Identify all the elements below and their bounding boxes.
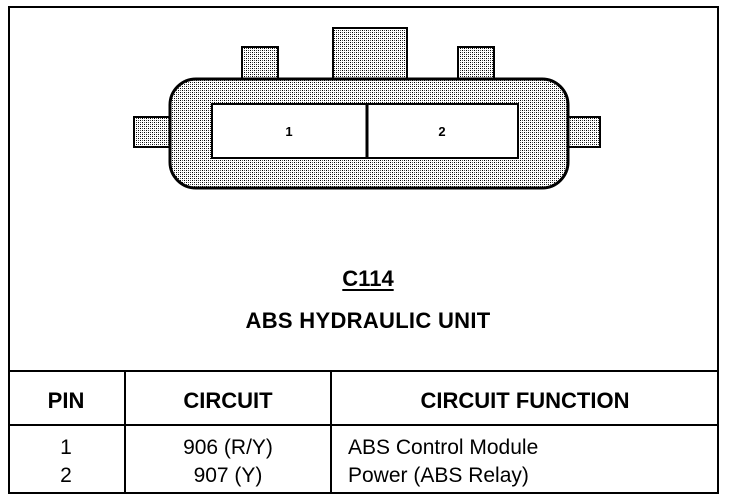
cavity-2-label: 2 <box>438 124 445 139</box>
connector-top-tab-center <box>332 27 408 82</box>
table-top-rule <box>8 370 719 372</box>
table-row-1-pin: 1 <box>60 436 72 459</box>
table-row-1-circuit: 906 (R/Y) <box>183 436 273 459</box>
connector-diagram: 1 2 <box>133 27 601 190</box>
connector-latch-left <box>133 116 175 148</box>
cavity-1 <box>211 103 368 159</box>
table-row-1-function: ABS Control Module <box>348 436 539 459</box>
table-col-rule-1 <box>124 370 126 494</box>
connector-id: C114 <box>342 266 394 291</box>
diagram-frame <box>8 6 719 494</box>
header-circuit: CIRCUIT <box>183 388 273 413</box>
table-row-2-function: Power (ABS Relay) <box>348 464 529 487</box>
header-pin: PIN <box>47 388 85 413</box>
table-header-rule <box>8 424 719 426</box>
connector-top-tab-right <box>457 46 495 82</box>
cavity-1-label: 1 <box>285 124 292 139</box>
header-circuit-function: CIRCUIT FUNCTION <box>420 388 630 413</box>
table-row-2-circuit: 907 (Y) <box>193 464 263 487</box>
cavity-2 <box>366 103 519 159</box>
table-row-2-pin: 2 <box>60 464 72 487</box>
table-col-rule-2 <box>330 370 332 494</box>
pin-table: PIN CIRCUIT CIRCUIT FUNCTION 1 906 (R/Y)… <box>8 370 719 494</box>
connector-top-tab-left <box>241 46 279 82</box>
connector-name: ABS HYDRAULIC UNIT <box>245 308 491 333</box>
